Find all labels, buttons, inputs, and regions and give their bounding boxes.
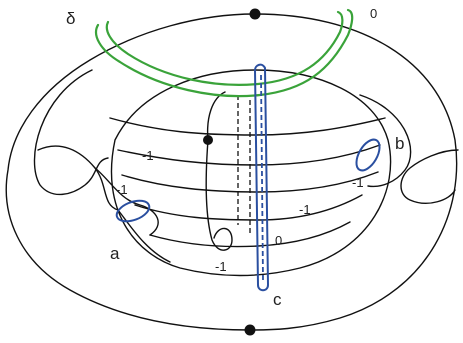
vertical-strand-upper	[206, 91, 226, 141]
label-framing-c: 0	[275, 233, 282, 248]
label-delta: δ	[66, 9, 75, 28]
curve-c	[254, 63, 270, 292]
label-minus-one-2: -1	[116, 182, 128, 197]
label-minus-one-5: -1	[215, 259, 227, 274]
label-a: a	[110, 244, 120, 263]
strand-3	[121, 171, 379, 193]
delta-curve	[94, 8, 354, 98]
strand-1	[109, 117, 386, 136]
bottom-dot	[244, 324, 256, 336]
label-b: b	[395, 134, 404, 153]
left-twist-2	[117, 209, 171, 263]
outer-curve	[5, 13, 458, 331]
inner-oval	[110, 69, 392, 277]
delta-curve-inner	[105, 10, 344, 86]
circle-b	[355, 138, 381, 172]
label-framing-delta: 0	[370, 6, 377, 21]
center-dot	[203, 135, 213, 145]
curve-c-dashed	[260, 74, 264, 281]
vertical-strand	[205, 139, 233, 251]
right-lobe	[400, 149, 459, 204]
label-minus-one-1: -1	[142, 148, 154, 163]
label-minus-one-4: -1	[299, 202, 311, 217]
label-minus-one-3: -1	[352, 175, 364, 190]
left-twist-1	[94, 167, 159, 236]
top-dot	[249, 8, 261, 20]
left-handle-curve	[33, 69, 109, 196]
right-handle-curve	[359, 94, 412, 188]
strand-2	[117, 144, 381, 166]
strand-5	[149, 221, 351, 248]
strand-4	[134, 194, 363, 221]
circle-a	[115, 199, 151, 223]
label-c: c	[273, 290, 282, 309]
